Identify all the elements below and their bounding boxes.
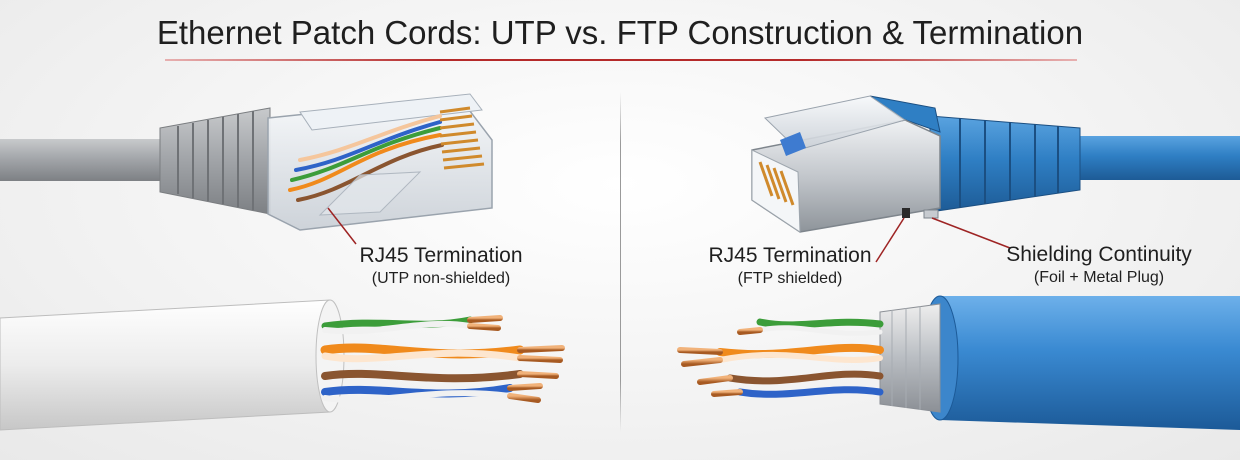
shielding-continuity-label: Shielding Continuity (Foil + Metal Plug) xyxy=(1006,243,1192,287)
ftp-patch-cable xyxy=(869,95,1240,213)
utp-cable-cross-section xyxy=(0,299,565,431)
shield-leader-line xyxy=(931,217,1011,249)
utp-patch-cable xyxy=(0,107,271,215)
utp-leader-line xyxy=(327,207,357,245)
title-underline xyxy=(165,59,1077,61)
center-divider xyxy=(620,92,621,432)
ftp-termination-label: RJ45 Termination (FTP shielded) xyxy=(700,244,880,288)
ftp-leader-line xyxy=(875,217,905,263)
utp-termination-label: RJ45 Termination (UTP non-shielded) xyxy=(330,244,552,288)
ftp-cable-cross-section xyxy=(677,295,1240,430)
ftp-termination-title: RJ45 Termination xyxy=(708,244,872,267)
shielding-subtitle: (Foil + Metal Plug) xyxy=(1033,269,1165,286)
shielding-title: Shielding Continuity xyxy=(1006,243,1192,266)
utp-termination-subtitle: (UTP non-shielded) xyxy=(371,270,511,287)
utp-termination-title: RJ45 Termination xyxy=(359,244,523,267)
ftp-termination-subtitle: (FTP shielded) xyxy=(737,270,843,287)
ftp-rj45-plug xyxy=(751,95,941,233)
utp-rj45-plug xyxy=(267,93,493,231)
page-title: Ethernet Patch Cords: UTP vs. FTP Constr… xyxy=(156,14,1084,51)
